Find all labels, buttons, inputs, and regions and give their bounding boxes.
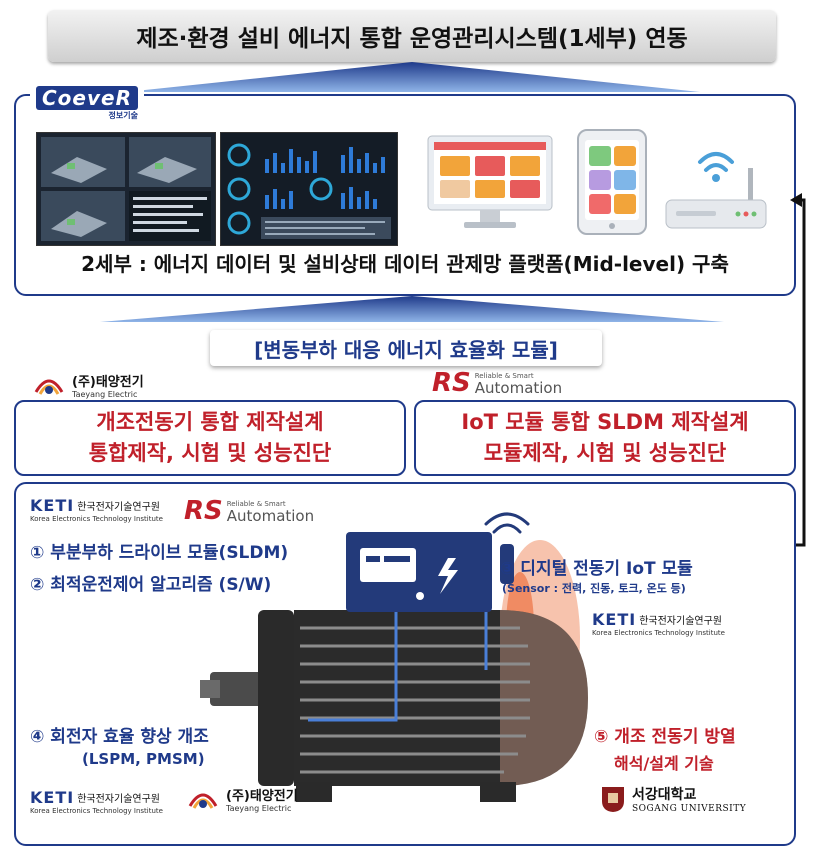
- coever-logo: CoeveR 정보기술: [30, 86, 144, 121]
- platform-panel: [14, 94, 796, 296]
- sogang-en: SOGANG UNIVERSITY: [632, 804, 747, 814]
- right-module-line2: 모듈제작, 시험 및 성능진단: [483, 441, 727, 465]
- keti-en-right: Korea Electronics Technology Institute: [592, 629, 725, 637]
- top-banner-title: 제조·환경 설비 에너지 통합 운영관리시스템(1세부) 연동: [136, 26, 688, 52]
- keti-kr: 한국전자기술연구원: [77, 502, 161, 513]
- sogang-logo: 서강대학교 SOGANG UNIVERSITY: [600, 784, 746, 814]
- up-arrow-middle: [100, 296, 724, 322]
- rs-small-lower: Reliable & Smart: [226, 500, 286, 508]
- keti-logo-right: KETI 한국전자기술연구원 Korea Electronics Technol…: [592, 610, 725, 637]
- coever-logo-sub: 정보기술: [108, 111, 138, 120]
- left-module-box: 개조전동기 통합 제작설계 통합제작, 시험 및 성능진단: [14, 400, 406, 476]
- item-4-line1: ④ 회전자 효율 향상 개조: [30, 727, 209, 747]
- monitor-icon: [427, 135, 553, 228]
- rs-word-lower: Automation: [226, 507, 315, 525]
- keti-mark-right: KETI: [592, 610, 637, 629]
- item-1-sldm: ① 부분부하 드라이브 모듈(SLDM): [30, 543, 289, 563]
- item-3-sensor: (Sensor : 전력, 진동, 토크, 온도 등): [502, 582, 686, 595]
- rs-letters-lower: RS: [184, 496, 223, 526]
- item-2-algorithm: ② 최적운전제어 알고리즘 (S/W): [30, 575, 272, 595]
- up-arrow-top: [126, 62, 700, 92]
- taeyang-emblem-icon-lower: [188, 793, 218, 809]
- keti-en: Korea Electronics Technology Institute: [30, 515, 163, 523]
- taeyang-name-lower: (주)태양전기: [226, 789, 298, 804]
- module-label-text: [변동부하 대응 에너지 효율화 모듈]: [254, 337, 558, 362]
- router-icon: [665, 152, 767, 229]
- motor-illustration: [200, 512, 588, 802]
- taeyang-sub-lower: Taeyang Electric: [226, 804, 292, 813]
- keti-logo-top: KETI 한국전자기술연구원 Korea Electronics Technol…: [30, 496, 163, 523]
- module-label-box: [변동부하 대응 에너지 효율화 모듈]: [210, 330, 602, 366]
- dashboard-screenshot: [220, 132, 398, 246]
- taeyang-name: (주)태양전기: [72, 375, 144, 390]
- right-module-line1: IoT 모듈 통합 SLDM 제작설계: [461, 410, 749, 434]
- rs-letters: RS: [432, 368, 471, 398]
- top-banner: 제조·환경 설비 에너지 통합 운영관리시스템(1세부) 연동: [48, 10, 776, 62]
- left-module-line2: 통합제작, 시험 및 성능진단: [88, 441, 332, 465]
- taeyang-logo-upper: (주)태양전기 Taeyang Electric: [30, 370, 144, 400]
- keti-en-bottom: Korea Electronics Technology Institute: [30, 807, 163, 815]
- rs-small: Reliable & Smart: [474, 372, 534, 380]
- platform-caption-text: 2세부 : 에너지 데이터 및 설비상태 데이터 관제망 플랫폼(Mid-lev…: [81, 252, 729, 276]
- taeyang-emblem-icon: [34, 379, 64, 395]
- coever-logo-mark: CoeveR: [36, 86, 138, 110]
- taeyang-sub: Taeyang Electric: [72, 390, 138, 399]
- sogang-emblem-icon: [602, 787, 624, 812]
- rs-logo-upper: RS Reliable & Smart Automation: [432, 370, 562, 396]
- sogang-kr: 서강대학교: [632, 787, 697, 803]
- keti-logo-bottom: KETI 한국전자기술연구원 Korea Electronics Technol…: [30, 788, 163, 815]
- left-module-line1: 개조전동기 통합 제작설계: [96, 410, 324, 434]
- item-4-line2: (LSPM, PMSM): [82, 750, 205, 768]
- right-module-box: IoT 모듈 통합 SLDM 제작설계 모듈제작, 시험 및 성능진단: [414, 400, 796, 476]
- item-5-line1: ⑤ 개조 전동기 방열: [594, 727, 736, 747]
- rs-word: Automation: [474, 379, 563, 397]
- keti-mark: KETI: [30, 496, 75, 515]
- keti-mark-bottom: KETI: [30, 788, 75, 807]
- plant-3d-screenshot: [36, 132, 216, 246]
- keti-kr-bottom: 한국전자기술연구원: [77, 794, 161, 805]
- keti-kr-right: 한국전자기술연구원: [639, 616, 723, 627]
- rs-logo-lower: RS Reliable & Smart Automation: [184, 498, 314, 524]
- taeyang-logo-lower: (주)태양전기 Taeyang Electric: [184, 784, 298, 814]
- item-5-line2: 해석/설계 기술: [614, 754, 714, 773]
- tablet-icon: [577, 129, 647, 235]
- platform-caption: 2세부 : 에너지 데이터 및 설비상태 데이터 관제망 플랫폼(Mid-lev…: [14, 248, 796, 277]
- item-3-iot-module: ③ 디지털 전동기 IoT 모듈: [500, 559, 693, 579]
